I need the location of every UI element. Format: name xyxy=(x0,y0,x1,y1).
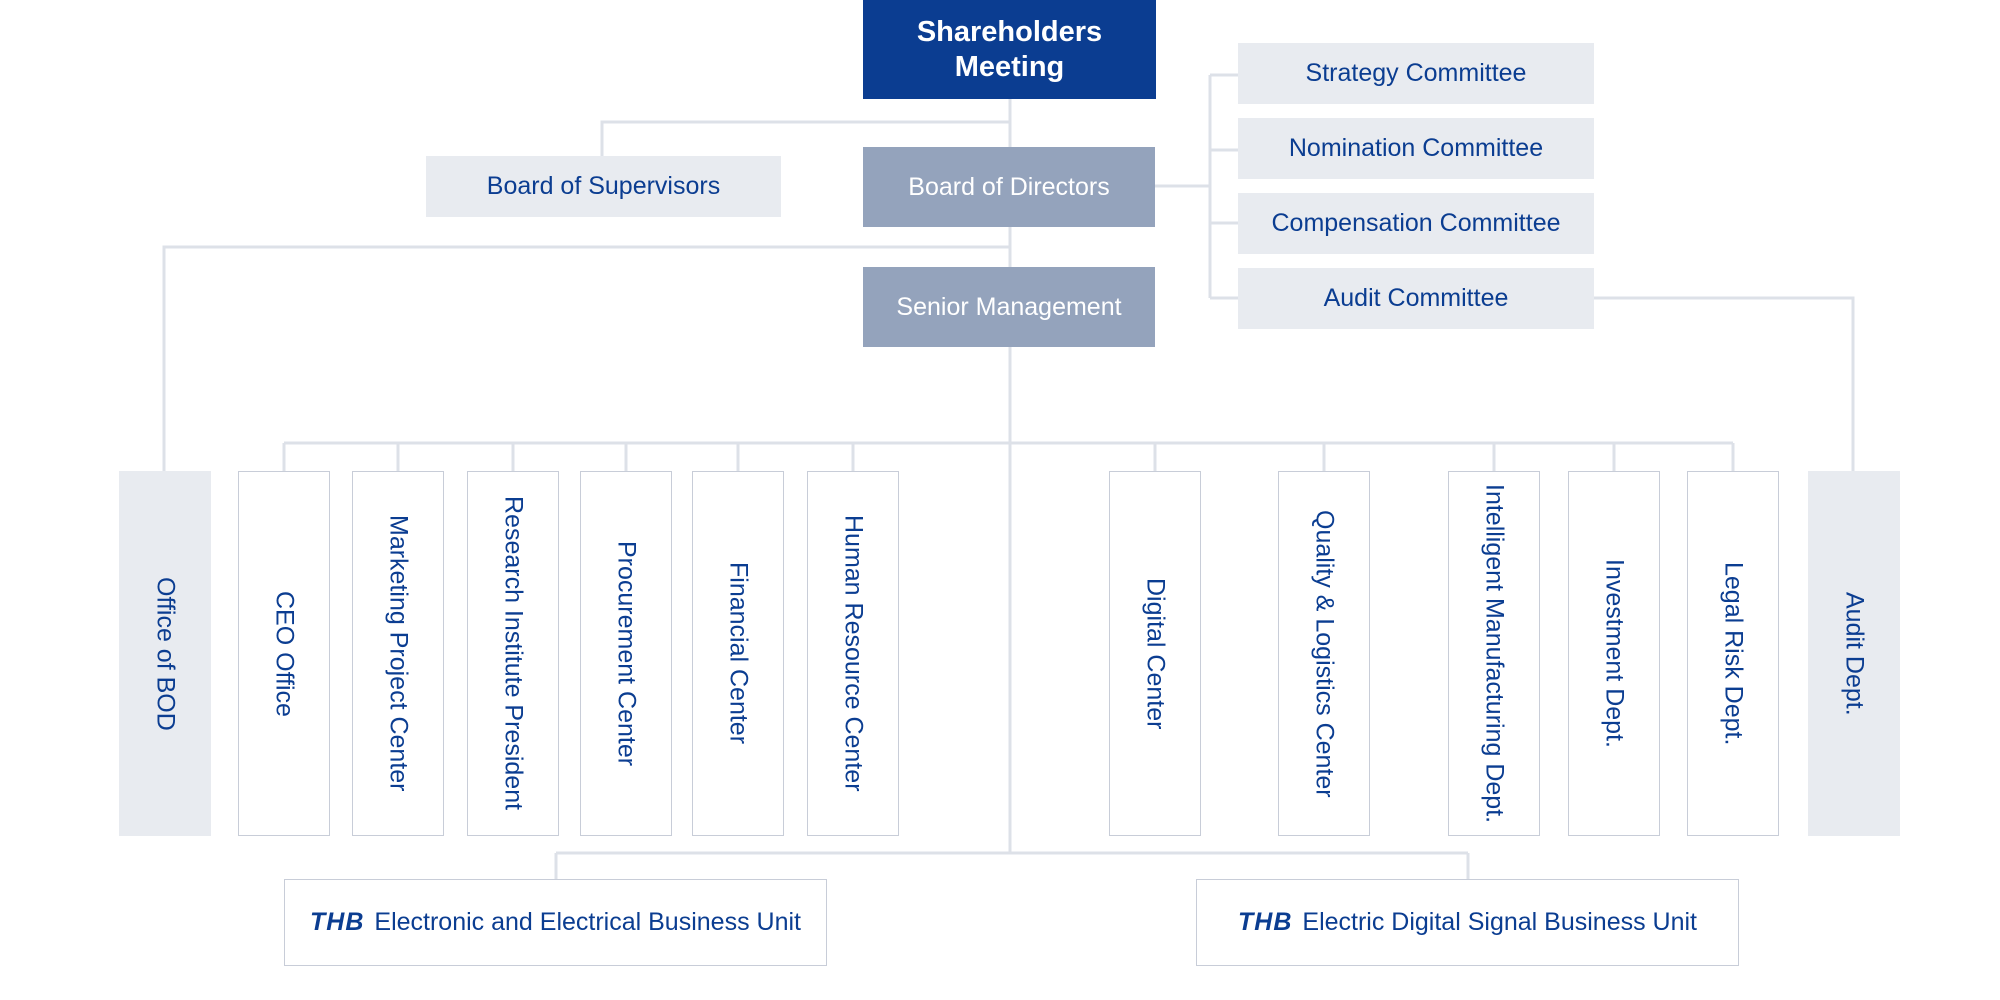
supervisors-connector xyxy=(600,120,1010,156)
compensation-committee-box: Compensation Committee xyxy=(1238,193,1594,254)
audit-connector xyxy=(1594,296,1855,471)
shareholders-meeting-box: Shareholders Meeting xyxy=(863,0,1156,99)
department-box-digital-center: Digital Center xyxy=(1109,471,1201,836)
thb-logo-icon: THB xyxy=(310,908,365,936)
board-of-supervisors-box: Board of Supervisors xyxy=(426,156,781,217)
business-unit-label: Electronic and Electrical Business Unit xyxy=(374,908,801,936)
department-label: Intelligent Manufacturing Dept. xyxy=(1480,483,1509,824)
department-box-marketing-project-center: Marketing Project Center xyxy=(352,471,444,836)
department-box-investment-dept: Investment Dept. xyxy=(1568,471,1660,836)
department-label: Digital Center xyxy=(1141,577,1170,730)
thb-logo-icon: THB xyxy=(1238,908,1293,936)
business-unit-electronic-electrical: THB Electronic and Electrical Business U… xyxy=(284,879,827,966)
committee-label: Audit Committee xyxy=(1323,284,1509,312)
department-box-procurement-center: Procurement Center xyxy=(580,471,672,836)
department-box-quality-logistics-center: Quality & Logistics Center xyxy=(1278,471,1370,836)
department-label: Financial Center xyxy=(724,562,753,745)
audit-dept-box: Audit Dept. xyxy=(1808,471,1900,836)
department-label: Procurement Center xyxy=(612,540,641,767)
department-label: Quality & Logistics Center xyxy=(1310,509,1339,798)
senior-management-label: Senior Management xyxy=(896,292,1122,321)
office-of-bod-label: Office of BOD xyxy=(151,576,180,731)
shareholders-line1: Shareholders xyxy=(916,15,1103,48)
department-box-human-resource-center: Human Resource Center xyxy=(807,471,899,836)
board-of-supervisors-label: Board of Supervisors xyxy=(486,172,721,200)
audit-dept-label: Audit Dept. xyxy=(1840,591,1869,716)
senior-management-box: Senior Management xyxy=(863,267,1155,347)
committee-label: Nomination Committee xyxy=(1288,134,1544,162)
business-unit-electric-digital-signal: THB Electric Digital Signal Business Uni… xyxy=(1196,879,1739,966)
board-of-directors-label: Board of Directors xyxy=(908,172,1110,201)
office-of-bod-box: Office of BOD xyxy=(119,471,211,836)
department-box-research-institute-president: Research Institute President xyxy=(467,471,559,836)
strategy-committee-box: Strategy Committee xyxy=(1238,43,1594,104)
department-label: Legal Risk Dept. xyxy=(1719,561,1748,746)
committee-label: Compensation Committee xyxy=(1271,209,1561,237)
board-of-directors-box: Board of Directors xyxy=(863,147,1155,227)
department-box-ceo-office: CEO Office xyxy=(238,471,330,836)
department-drops xyxy=(282,443,1735,471)
business-unit-label: Electric Digital Signal Business Unit xyxy=(1302,908,1697,936)
office-bod-connector xyxy=(162,245,1010,471)
department-box-financial-center: Financial Center xyxy=(692,471,784,836)
department-box-legal-risk-dept: Legal Risk Dept. xyxy=(1687,471,1779,836)
department-label: Marketing Project Center xyxy=(384,515,413,792)
nomination-committee-box: Nomination Committee xyxy=(1238,118,1594,179)
department-label: Human Resource Center xyxy=(839,515,868,792)
shareholders-line2: Meeting xyxy=(954,50,1065,83)
department-box-intelligent-manufacturing-dept: Intelligent Manufacturing Dept. xyxy=(1448,471,1540,836)
business-unit-bus xyxy=(554,851,1470,879)
audit-committee-box: Audit Committee xyxy=(1238,268,1594,329)
department-label: CEO Office xyxy=(270,590,299,717)
department-label: Research Institute President xyxy=(499,496,528,811)
committee-connector xyxy=(1155,73,1238,300)
department-label: Investment Dept. xyxy=(1600,559,1629,748)
committee-label: Strategy Committee xyxy=(1305,59,1527,87)
